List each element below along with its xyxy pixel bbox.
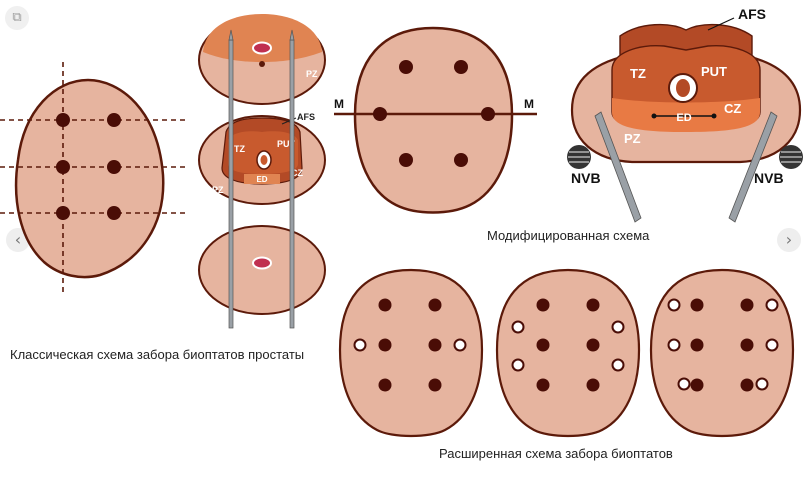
nvb-right bbox=[779, 145, 803, 169]
label-ed: ED bbox=[676, 112, 691, 124]
biopsy-core-dot bbox=[454, 153, 468, 167]
label-put: PUT bbox=[701, 64, 727, 79]
modified-scheme: M M bbox=[334, 28, 537, 213]
label-cz: CZ bbox=[724, 101, 741, 116]
biopsy-core-dot bbox=[429, 339, 442, 352]
lateral-core-dot bbox=[455, 340, 466, 351]
biopsy-core-dot bbox=[399, 153, 413, 167]
axial-sections-stack: PZ ED TZ PUT CZ PZ AFS bbox=[199, 14, 325, 328]
biopsy-core-dot bbox=[429, 299, 442, 312]
label-ed: ED bbox=[256, 175, 267, 184]
biopsy-core-dot bbox=[537, 339, 550, 352]
caption-classic-scheme: Классическая схема забора биоптатов прос… bbox=[10, 347, 304, 362]
biopsy-core-dot bbox=[107, 160, 121, 174]
biopsy-core-dot bbox=[537, 299, 550, 312]
extended-prostate-outline bbox=[340, 270, 482, 436]
label-pz: PZ bbox=[624, 131, 641, 146]
biopsy-core-dot bbox=[691, 379, 704, 392]
lateral-core-dot bbox=[767, 340, 778, 351]
biopsy-core-dot bbox=[399, 60, 413, 74]
label-afs: AFS bbox=[738, 6, 766, 22]
lateral-core-dot bbox=[679, 379, 690, 390]
biopsy-core-dot bbox=[691, 339, 704, 352]
biopsy-core-dot bbox=[56, 160, 70, 174]
extended-scheme-3 bbox=[651, 270, 793, 436]
label-tz: TZ bbox=[630, 66, 646, 81]
label-pz: PZ bbox=[306, 69, 318, 79]
biopsy-core-dot bbox=[107, 206, 121, 220]
lateral-core-dot bbox=[613, 322, 624, 333]
classic-prostate-outline bbox=[16, 80, 163, 277]
biopsy-core-dot bbox=[741, 299, 754, 312]
detailed-axial-section: ED TZ PUT CZ PZ AFS NVB NVB bbox=[567, 6, 803, 222]
lateral-core-dot bbox=[513, 322, 524, 333]
biopsy-core-dot bbox=[429, 379, 442, 392]
lateral-core-dot bbox=[355, 340, 366, 351]
label-afs: AFS bbox=[297, 112, 315, 122]
biopsy-core-dot bbox=[56, 113, 70, 127]
label-tz: TZ bbox=[234, 144, 245, 154]
lateral-core-dot bbox=[669, 300, 680, 311]
lateral-core-dot bbox=[513, 360, 524, 371]
axial-section-base: PZ bbox=[199, 14, 325, 104]
lateral-core-dot bbox=[767, 300, 778, 311]
biopsy-core-dot bbox=[587, 339, 600, 352]
biopsy-core-dot bbox=[587, 379, 600, 392]
biopsy-core-dot bbox=[741, 379, 754, 392]
biopsy-core-dot bbox=[691, 299, 704, 312]
biopsy-core-dot bbox=[107, 113, 121, 127]
caption-modified-scheme: Модифицированная схема bbox=[487, 228, 649, 243]
label-nvb-left: NVB bbox=[571, 170, 601, 186]
biopsy-core-dot bbox=[587, 299, 600, 312]
biopsy-core-dot bbox=[537, 379, 550, 392]
caption-extended-scheme: Расширенная схема забора биоптатов bbox=[439, 446, 673, 461]
biopsy-core-dot bbox=[481, 107, 495, 121]
biopsy-core-dot bbox=[379, 299, 392, 312]
nvb-left bbox=[567, 145, 591, 169]
extended-scheme-1 bbox=[340, 270, 482, 436]
biopsy-core-dot bbox=[741, 339, 754, 352]
label-m-left: M bbox=[334, 97, 344, 111]
lateral-core-dot bbox=[757, 379, 768, 390]
biopsy-core-dot bbox=[454, 60, 468, 74]
label-m-right: M bbox=[524, 97, 534, 111]
extended-prostate-outline bbox=[497, 270, 639, 436]
classic-scheme bbox=[0, 62, 186, 292]
label-nvb-right: NVB bbox=[754, 170, 784, 186]
biopsy-core-dot bbox=[379, 339, 392, 352]
lateral-core-dot bbox=[669, 340, 680, 351]
extended-prostate-outline bbox=[651, 270, 793, 436]
label-pz: PZ bbox=[212, 185, 224, 195]
axial-section-apex bbox=[199, 226, 325, 314]
extended-scheme-2 bbox=[497, 270, 639, 436]
biopsy-core-dot bbox=[373, 107, 387, 121]
axial-section-mid: ED TZ PUT CZ PZ AFS bbox=[199, 112, 325, 204]
lateral-core-dot bbox=[613, 360, 624, 371]
biopsy-core-dot bbox=[56, 206, 70, 220]
biopsy-core-dot bbox=[379, 379, 392, 392]
